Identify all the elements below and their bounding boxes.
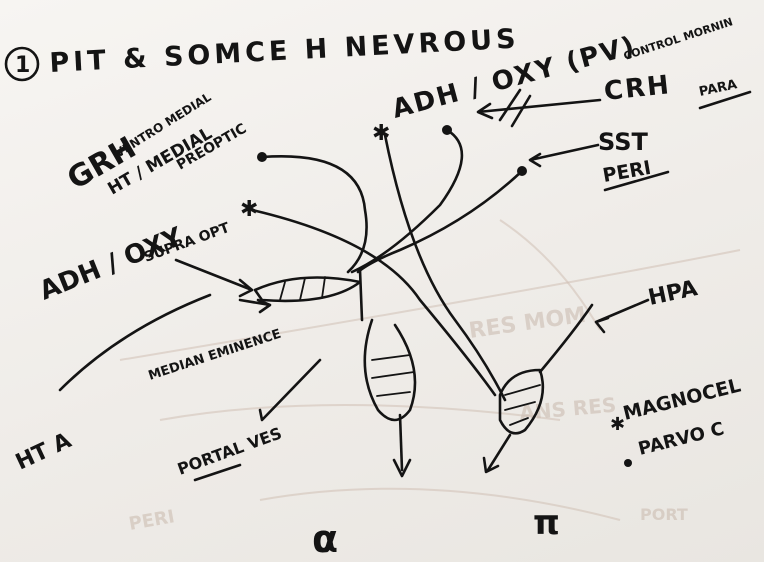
crh-arrow [476,98,602,120]
label-adh-oxy-left: ADH / OXY [35,222,187,307]
label-median-eminence: MEDIAN EMINENCE [147,327,283,384]
label-parvo: PARVO C [636,418,726,460]
portal-pointer [258,358,322,422]
label-sst: SST [598,128,648,156]
label-hpa: HPA [646,276,700,311]
portal-underline [193,463,242,482]
label-ht-a: HT A [12,428,75,475]
title-number-circle [4,46,40,82]
median-eminence-pointer [58,293,212,392]
axon-paths [250,128,524,402]
svg-text:RES MOM: RES MOM [467,303,587,344]
bleed-through: RES MOM ANS RES PERI PORT [119,219,741,535]
magnocel-star-icon: ✱ [610,414,625,435]
anterior-pituitary-vessel [363,318,417,478]
peri-underline [603,170,670,192]
para-underline [698,90,752,110]
svg-text:PORT: PORT [640,505,688,524]
supra-star-icon: ✱ [240,197,258,222]
supra-arrow [238,298,272,314]
posterior-pituitary-vessel [482,298,650,474]
label-portal-ves: PORTAL VES [175,423,284,478]
label-pi: π [533,503,560,543]
crh-scribble [498,88,532,128]
sst-arrow [528,143,600,168]
adh-left-arrow [174,258,254,298]
median-eminence-bundle [253,276,362,303]
page-title: PIT & SOMCE H NEVROUS [49,23,521,79]
label-crh: CRH [603,70,673,107]
title-number: 1 [15,53,30,78]
label-alpha: α [312,517,338,561]
label-crh-note: CONTROL MORNIN [622,15,735,63]
svg-text:PERI: PERI [127,506,176,535]
label-magnocel: MAGNOCEL [621,374,743,424]
parvo-dot [624,459,632,467]
